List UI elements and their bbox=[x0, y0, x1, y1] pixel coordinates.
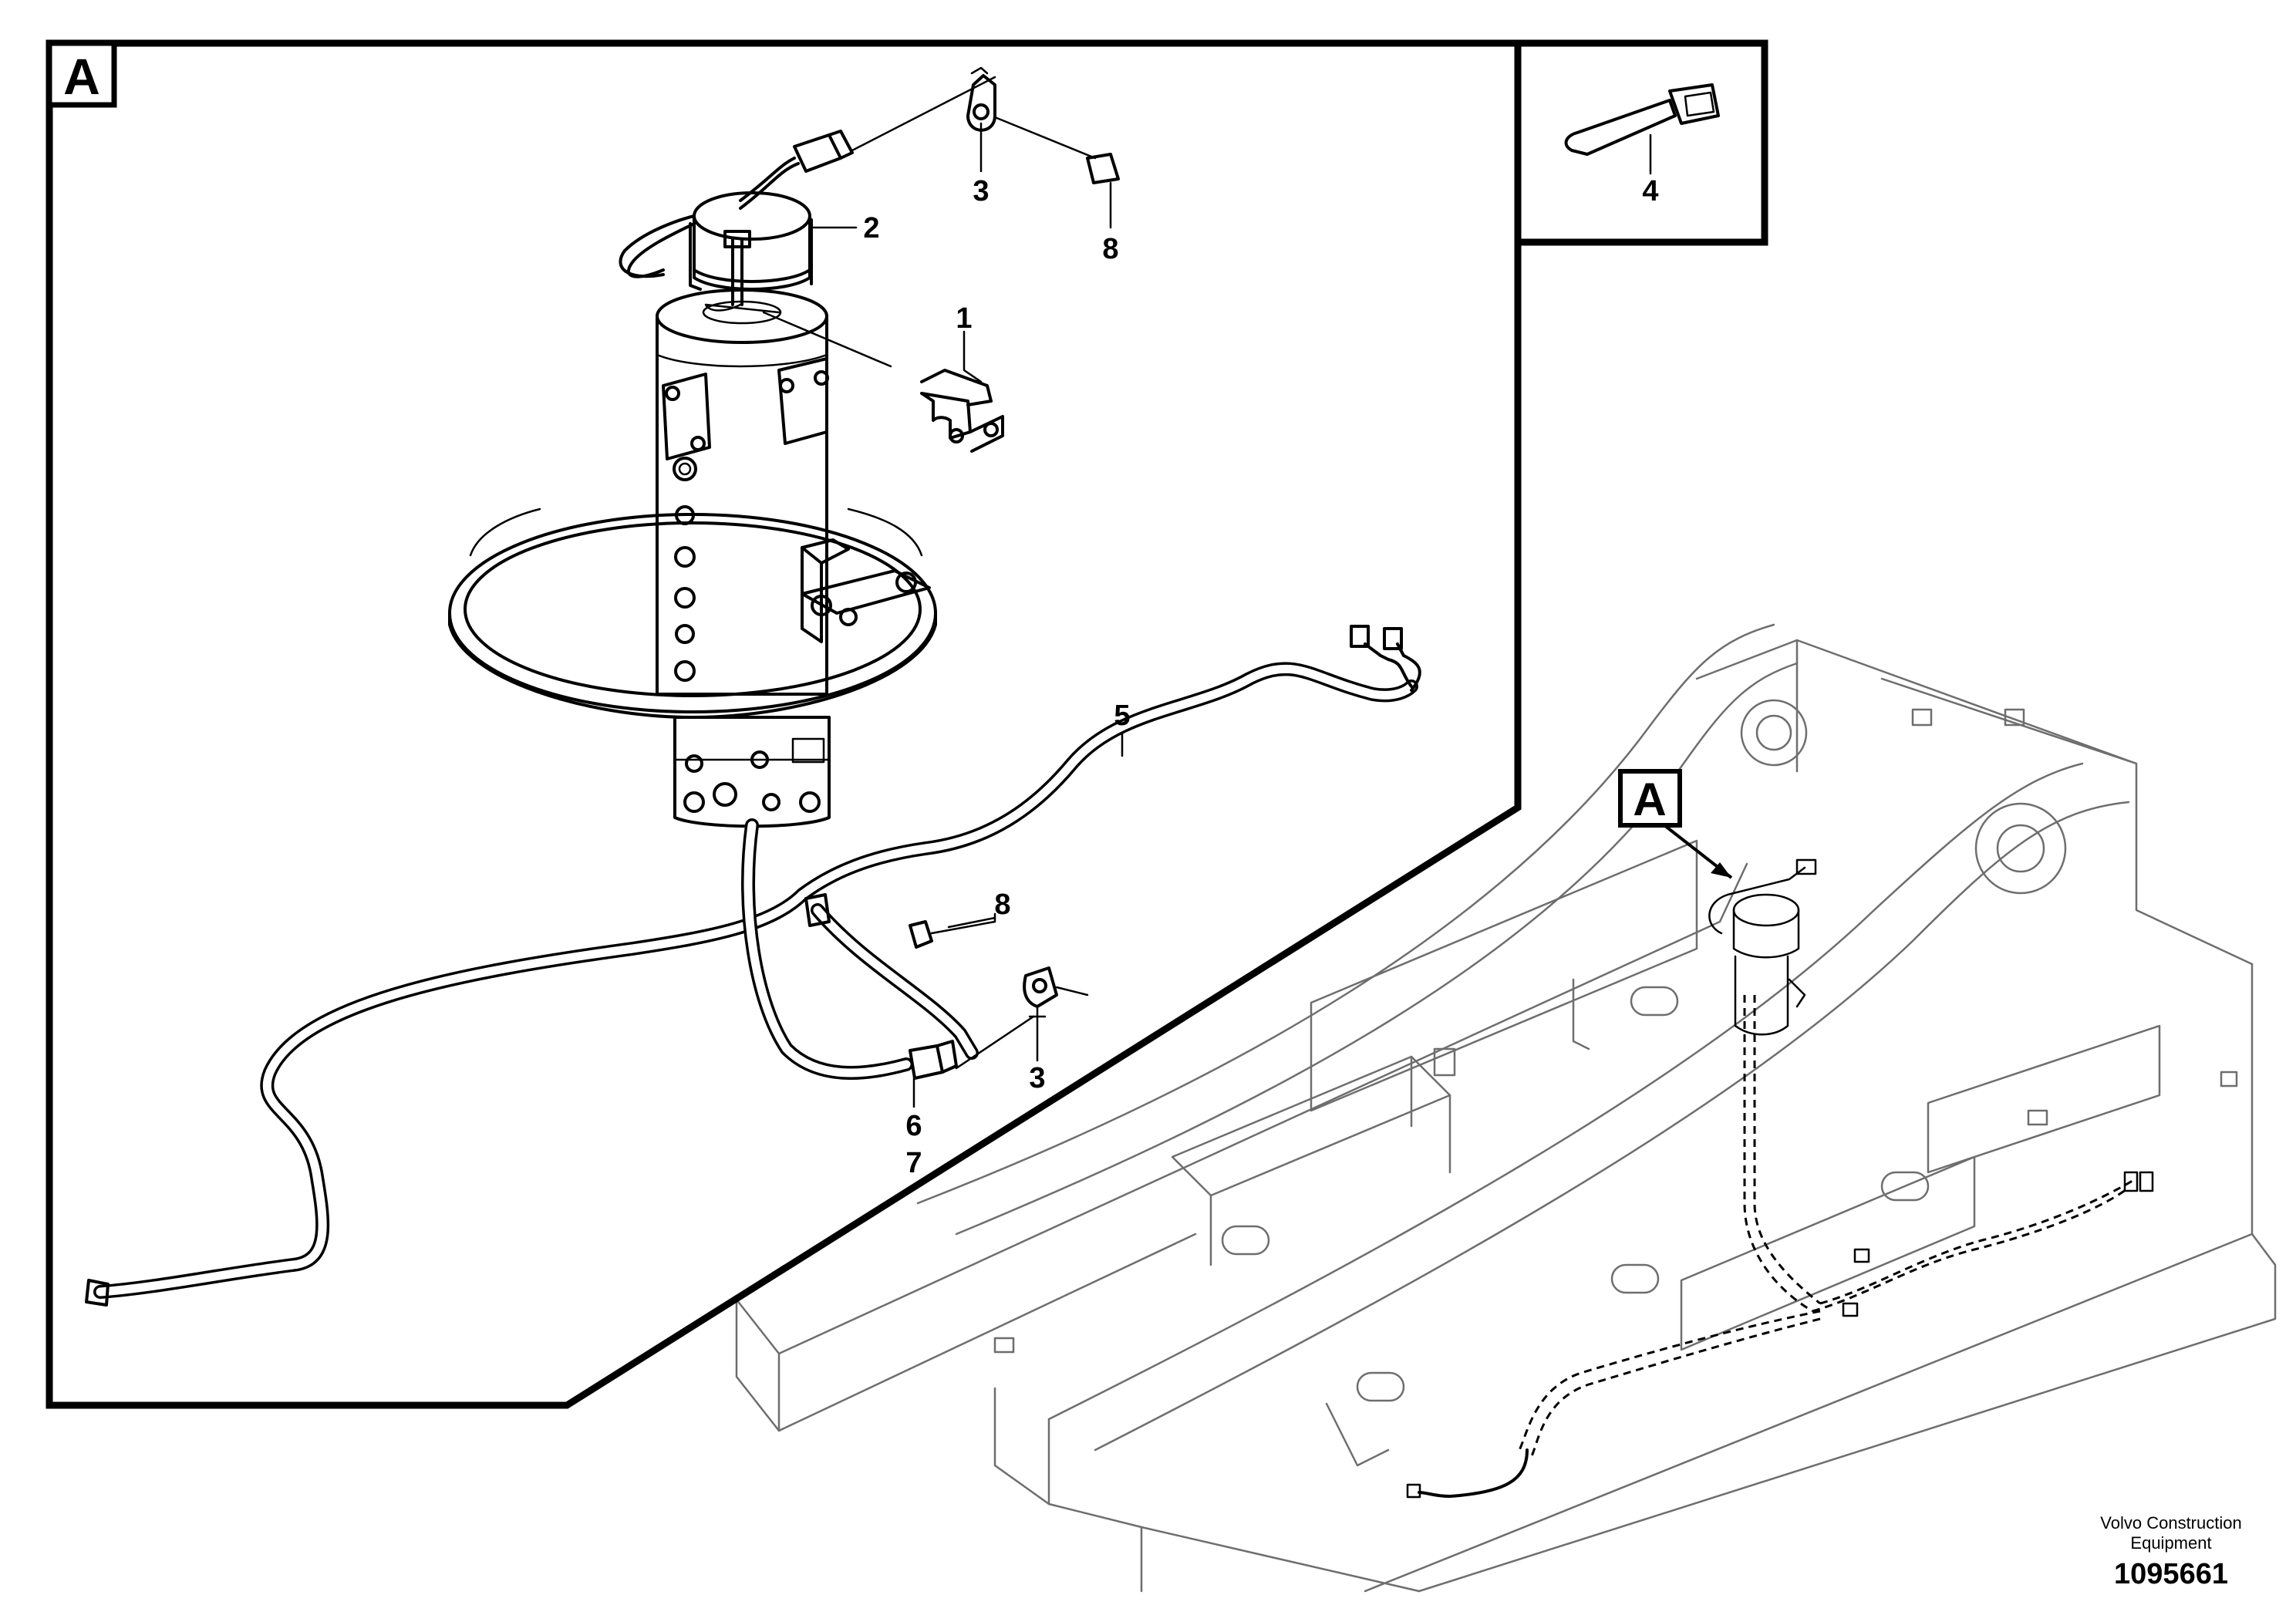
label-part-4: 4 bbox=[1642, 175, 1658, 207]
clip-top bbox=[966, 66, 996, 173]
inset-frame bbox=[1514, 39, 1768, 246]
bolt-top bbox=[993, 116, 1120, 229]
swivel-joint bbox=[448, 288, 937, 828]
label-part-5: 5 bbox=[1114, 700, 1130, 732]
swivel-in-frame bbox=[1406, 858, 2154, 1499]
frame-callout-letter: A bbox=[1633, 774, 1666, 825]
sensor-bracket bbox=[762, 311, 1004, 453]
sensor-cable-top bbox=[619, 76, 996, 278]
label-part-3-top: 3 bbox=[973, 175, 989, 207]
label-part-7: 7 bbox=[905, 1147, 922, 1179]
label-part-1: 1 bbox=[956, 302, 972, 335]
undercarriage-frame bbox=[735, 623, 2277, 1593]
clip-bottom bbox=[955, 966, 1089, 1070]
cable-tie-part bbox=[1564, 83, 1720, 175]
label-part-6: 6 bbox=[905, 1110, 922, 1142]
part-labels: 1 2 3 8 4 5 8 3 6 7 bbox=[863, 175, 1658, 1179]
label-part-8-top: 8 bbox=[1102, 233, 1118, 265]
leader-lines bbox=[812, 226, 1124, 1108]
label-part-8-bottom: 8 bbox=[994, 889, 1010, 921]
label-part-2: 2 bbox=[863, 212, 879, 244]
brand-line-2: Equipment bbox=[2130, 1533, 2211, 1553]
brand-line-1: Volvo Construction bbox=[2100, 1513, 2241, 1533]
main-harness bbox=[85, 625, 1421, 1307]
drawing-number: 1095661 bbox=[2114, 1558, 2228, 1590]
footer: Volvo Construction Equipment 1095661 bbox=[2100, 1513, 2241, 1590]
frame-callout-box: A bbox=[1618, 769, 1733, 879]
detail-callout-letter: A bbox=[63, 48, 100, 105]
detail-callout-box: A bbox=[46, 40, 117, 108]
bolt-bottom bbox=[909, 916, 996, 949]
detail-frame bbox=[46, 39, 1522, 1409]
label-part-3-bottom: 3 bbox=[1029, 1062, 1045, 1094]
